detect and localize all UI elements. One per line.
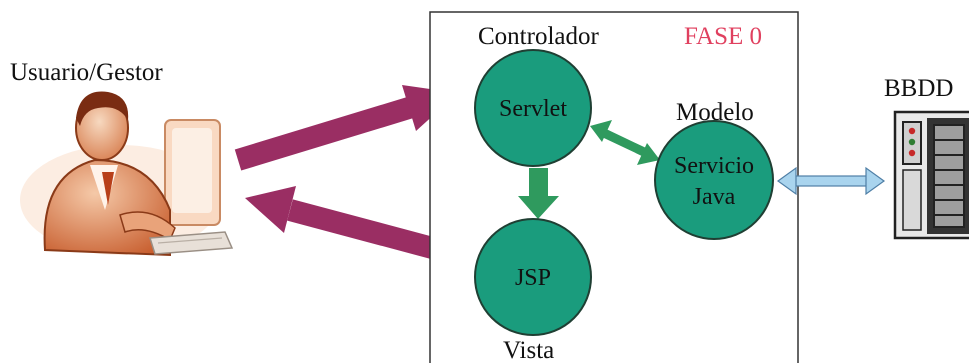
user-label: Usuario/Gestor: [10, 59, 163, 86]
server-rack-icon: [893, 110, 969, 240]
user-figure: [20, 91, 234, 257]
view-label: Vista: [503, 337, 554, 363]
controller-label: Controlador: [478, 23, 599, 50]
jsp-label: JSP: [515, 265, 551, 291]
arrow-servlet-to-jsp: [518, 168, 559, 219]
arrow-service-db: [776, 166, 886, 196]
jsp-node: JSP: [474, 218, 592, 336]
arrow-user-to-servlet: [234, 85, 458, 171]
service-label-line2: Java: [693, 184, 736, 210]
servlet-node: Servlet: [474, 49, 592, 167]
service-label-line1: Servicio: [674, 153, 754, 179]
servlet-label: Servlet: [499, 96, 567, 122]
database-label: BBDD: [884, 75, 953, 102]
phase-label: FASE 0: [684, 23, 762, 50]
arrow-servlet-service: [590, 120, 660, 165]
service-java-node: Servicio Java: [654, 120, 774, 240]
